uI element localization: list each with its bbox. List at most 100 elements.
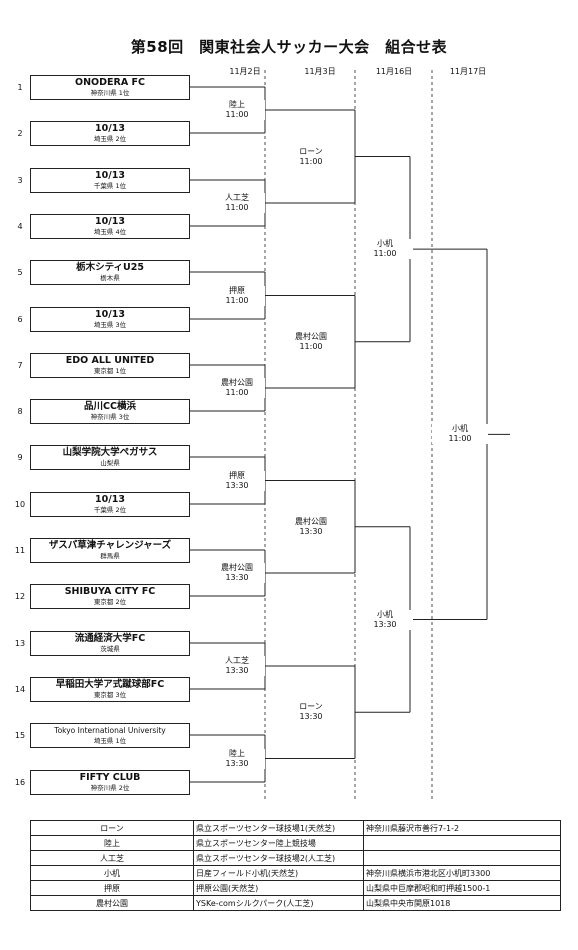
team-name: 10/13 <box>95 123 125 134</box>
venue-address: 神奈川県横浜市港北区小机町3300 <box>363 865 561 881</box>
team-number: 11 <box>14 546 26 555</box>
team-region: 群馬県 <box>100 552 120 560</box>
date-final: 11月17日 <box>449 67 487 76</box>
team-number: 10 <box>14 500 26 509</box>
team-number: 1 <box>17 83 23 92</box>
team-name: ONODERA FC <box>75 77 145 88</box>
team-box: 品川CC横浜神奈川県 3位 <box>30 399 190 424</box>
page-title: 第58回 関東社会人サッカー大会 組合せ表 <box>130 38 448 56</box>
team-region: 埼玉県 1位 <box>93 737 127 745</box>
match-time: 11:00 <box>299 341 323 351</box>
team-region: 山梨県 <box>100 459 120 467</box>
team-number: 14 <box>14 685 26 694</box>
venue-row: 人工芝県立スポーツセンター球技場2(人工芝) <box>30 850 561 866</box>
match-venue: 押原 <box>229 285 245 295</box>
match-venue: ローン <box>299 146 323 156</box>
match-time: 13:30 <box>299 712 323 722</box>
venue-facility: 県立スポーツセンター陸上競技場 <box>193 835 364 851</box>
venue-address: 山梨県中巨摩郡昭和町押越1500-1 <box>363 880 561 896</box>
team-number: 4 <box>17 222 23 231</box>
venue-name: 人工芝 <box>30 850 194 866</box>
team-number: 7 <box>17 361 23 370</box>
venue-row: 押原押原公園(天然芝)山梨県中巨摩郡昭和町押越1500-1 <box>30 880 561 896</box>
match-time: 13:30 <box>225 480 249 490</box>
match-venue: 小机 <box>377 239 393 249</box>
team-name: 山梨学院大学ペガサス <box>62 447 158 458</box>
team-name: 栃木シティU25 <box>76 262 144 273</box>
match-time: 11:00 <box>225 295 249 305</box>
venue-name: 押原 <box>30 880 194 896</box>
team-region: 神奈川県 2位 <box>90 784 130 792</box>
team-name: ザスパ草津チャレンジャーズ <box>48 540 172 551</box>
match-venue: 陸上 <box>229 100 245 109</box>
match-venue: 小机 <box>452 424 468 434</box>
team-region: 埼玉県 2位 <box>93 135 127 143</box>
date-round2: 11月3日 <box>304 67 336 76</box>
team-region: 埼玉県 3位 <box>93 321 127 329</box>
team-region: 埼玉県 4位 <box>93 228 127 236</box>
match-time: 13:30 <box>373 619 397 629</box>
team-number: 12 <box>14 592 26 601</box>
venue-row: ローン県立スポーツセンター球技場1(天然芝)神奈川県藤沢市善行7-1-2 <box>30 820 561 836</box>
team-number: 15 <box>14 731 26 740</box>
venue-address: 山梨県中央市関原1018 <box>363 895 561 911</box>
match-time: 11:00 <box>373 249 397 259</box>
team-box: ザスパ草津チャレンジャーズ群馬県 <box>30 538 190 563</box>
team-name: FIFTY CLUB <box>79 772 141 783</box>
team-number: 9 <box>17 453 23 462</box>
match-time: 11:00 <box>448 434 472 444</box>
team-region: 茨城県 <box>100 645 120 653</box>
match-time: 11:00 <box>225 110 249 119</box>
team-name: 品川CC横浜 <box>84 401 136 412</box>
match-venue: 農村公園 <box>295 516 327 526</box>
match-venue: 押原 <box>229 470 245 480</box>
match-venue: 小机 <box>377 609 393 619</box>
team-number: 3 <box>17 176 23 185</box>
match-venue: 人工芝 <box>225 656 249 665</box>
venue-name: 小机 <box>30 865 194 881</box>
team-name: 10/13 <box>95 494 125 505</box>
team-name: EDO ALL UNITED <box>65 355 155 366</box>
team-number: 2 <box>17 129 23 138</box>
date-round1: 11月2日 <box>229 67 261 76</box>
venue-name: ローン <box>30 820 194 836</box>
venue-row: 陸上県立スポーツセンター陸上競技場 <box>30 835 561 851</box>
venue-name: 陸上 <box>30 835 194 851</box>
match-venue: 農村公園 <box>221 378 253 387</box>
date-round3: 11月16日 <box>375 67 413 76</box>
team-name: SHIBUYA CITY FC <box>64 586 156 597</box>
venue-facility: YSKe-comシルクパーク(人工芝) <box>193 895 364 911</box>
team-number: 5 <box>17 268 23 277</box>
team-region: 東京都 3位 <box>93 691 127 699</box>
match-time: 13:30 <box>225 666 249 675</box>
match-time: 13:30 <box>225 573 249 582</box>
team-region: 千葉県 1位 <box>93 182 127 190</box>
venue-address <box>363 850 561 866</box>
match-time: 11:00 <box>225 388 249 397</box>
match-venue: 人工芝 <box>225 193 249 202</box>
match-venue: 農村公園 <box>295 331 327 341</box>
team-number: 6 <box>17 315 23 324</box>
venue-row: 小机日産フィールド小机(天然芝)神奈川県横浜市港北区小机町3300 <box>30 865 561 881</box>
team-name: 流通経済大学FC <box>74 633 146 644</box>
